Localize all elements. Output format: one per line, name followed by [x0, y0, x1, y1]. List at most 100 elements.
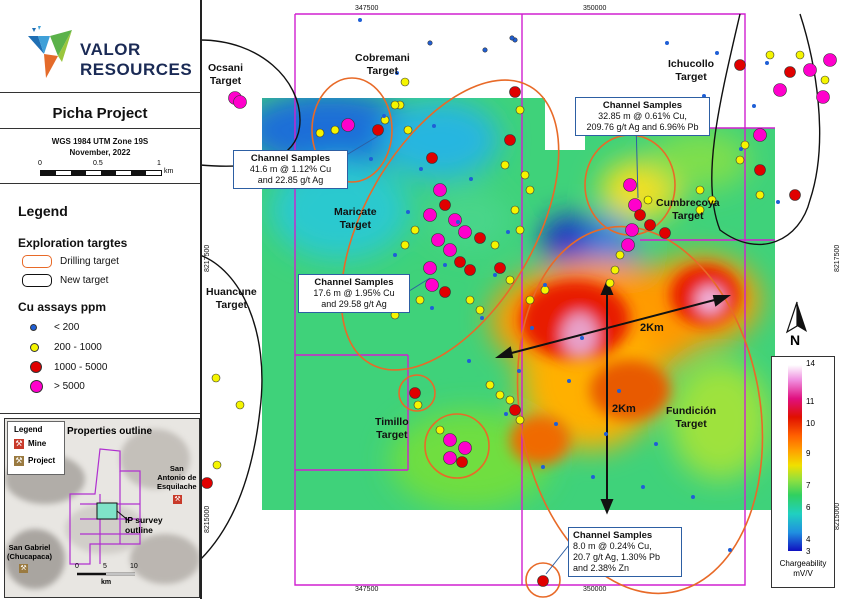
inset-scale-5: 5: [103, 563, 107, 570]
cu-sample-point: [695, 205, 705, 215]
cu-assay-points: [201, 18, 837, 587]
cu-sample-point: [431, 233, 445, 247]
cu-class-label: 200 - 1000: [54, 342, 102, 353]
cu-sample-point: [820, 75, 830, 85]
cu-class-label: 1000 - 5000: [54, 361, 108, 373]
cu-sample-point: [776, 200, 780, 204]
cu-sample-point: [425, 278, 439, 292]
cu-sample-point: [707, 195, 717, 205]
scalebar-unit: km: [164, 168, 174, 175]
drilling-target-label: Drilling target: [60, 256, 119, 267]
cu-class-marker: [30, 343, 39, 352]
cu-sample-point: [625, 223, 639, 237]
cu-sample-point: [659, 227, 671, 239]
date-label: November, 2022: [69, 148, 131, 157]
cu-sample-point: [439, 286, 451, 298]
cu-sample-point: [505, 395, 515, 405]
cu-sample-point: [500, 160, 510, 170]
cu-sample-point: [789, 189, 801, 201]
map-canvas: [200, 13, 837, 598]
cu-sample-point: [409, 387, 421, 399]
cu-sample-point: [567, 379, 571, 383]
colorbar-tick-label: 7: [806, 481, 811, 490]
divider: [0, 92, 200, 93]
drilling-target-swatch: [22, 255, 52, 268]
side-panel: VALOR RESOURCES Picha Project WGS 1984 U…: [0, 0, 202, 599]
cu-sample-point: [423, 208, 437, 222]
cu-sample-point: [517, 369, 521, 373]
cu-sample-point: [490, 240, 500, 250]
cu-sample-point: [504, 412, 508, 416]
cu-sample-point: [464, 264, 476, 276]
san-gabriel-label: San Gabriel (Chucapaca): [7, 543, 53, 561]
cu-sample-point: [439, 199, 451, 211]
cu-sample-point: [610, 265, 620, 275]
cu-sample-point: [752, 104, 756, 108]
cobremani-target-label: Cobremani Target: [355, 52, 410, 77]
cu-sample-point: [728, 548, 732, 552]
colorbar-ramp: [788, 365, 802, 551]
scalebar-bar: [40, 170, 162, 176]
cu-sample-point: [615, 250, 625, 260]
cu-sample-point: [454, 256, 466, 268]
cu-sample-point: [525, 295, 535, 305]
cu-sample-point: [691, 495, 695, 499]
cu-sample-point: [430, 306, 434, 310]
cu-sample-point: [395, 71, 399, 75]
cu-sample-point: [390, 100, 400, 110]
cu-sample-point: [456, 220, 460, 224]
cu-assays-heading: Cu assays ppm: [18, 300, 107, 314]
project-icon: ⚒: [14, 456, 24, 466]
easting-label-top-left: 347500: [355, 5, 379, 12]
cu-sample-point: [654, 442, 658, 446]
vertical-distance-label: 2Km: [612, 403, 636, 415]
cu-sample-point: [515, 105, 525, 115]
cu-sample-point: [358, 18, 362, 22]
colorbar-tick-label: 14: [806, 359, 815, 368]
exploration-heading: Exploration targtes: [18, 236, 128, 250]
cu-sample-point: [591, 475, 595, 479]
north-arrow-icon: [785, 301, 807, 334]
cu-legend-row: > 5000: [30, 380, 85, 393]
inset-legend-title: Legend: [14, 425, 43, 434]
legend-new-target: New target: [22, 274, 108, 287]
legend-drilling-target: Drilling target: [22, 255, 119, 268]
cu-sample-point: [740, 140, 750, 150]
inset-scale-unit: km: [101, 579, 112, 586]
company-name-line2: RESOURCES: [80, 60, 193, 79]
cu-sample-point: [605, 278, 615, 288]
map-frame: [200, 0, 847, 599]
scalebar: 0 0.5 1 km: [38, 160, 180, 182]
cu-sample-point: [495, 390, 505, 400]
cu-sample-point: [330, 125, 340, 135]
easting-label-bottom-left: 347500: [355, 586, 379, 593]
colorbar-tick-label: 4: [806, 535, 811, 544]
callout-title: Channel Samples: [250, 153, 331, 164]
cu-sample-point: [506, 230, 510, 234]
cu-sample-point: [211, 373, 221, 383]
cu-sample-point: [604, 432, 608, 436]
cu-sample-point: [475, 305, 485, 315]
cu-sample-point: [406, 210, 410, 214]
cu-sample-point: [443, 433, 457, 447]
fundicion-target-label: Fundición Target: [666, 405, 717, 430]
cu-sample-point: [537, 575, 549, 587]
cu-sample-point: [753, 128, 767, 142]
cu-class-marker: [30, 361, 42, 373]
project-label: Project: [28, 456, 56, 465]
cu-sample-point: [403, 125, 413, 135]
cu-sample-point: [212, 460, 222, 470]
cu-sample-point: [735, 155, 745, 165]
channel-samples-callout-4: Channel Samples 8.0 m @ 0.24% Cu, 20.7 g…: [568, 527, 682, 577]
cu-sample-point: [433, 183, 447, 197]
colorbar-tick-label: 6: [806, 503, 811, 512]
cu-sample-point: [644, 219, 656, 231]
cu-sample-point: [482, 47, 488, 53]
callout-body: 8.0 m @ 0.24% Cu, 20.7 g/t Ag, 1.30% Pb …: [573, 541, 661, 573]
cu-class-marker: [30, 380, 43, 393]
cu-sample-point: [634, 209, 646, 221]
cu-sample-point: [400, 240, 410, 250]
cu-sample-point: [617, 389, 621, 393]
inset-scale-10: 10: [130, 563, 138, 570]
inset-scale-0: 0: [75, 563, 79, 570]
